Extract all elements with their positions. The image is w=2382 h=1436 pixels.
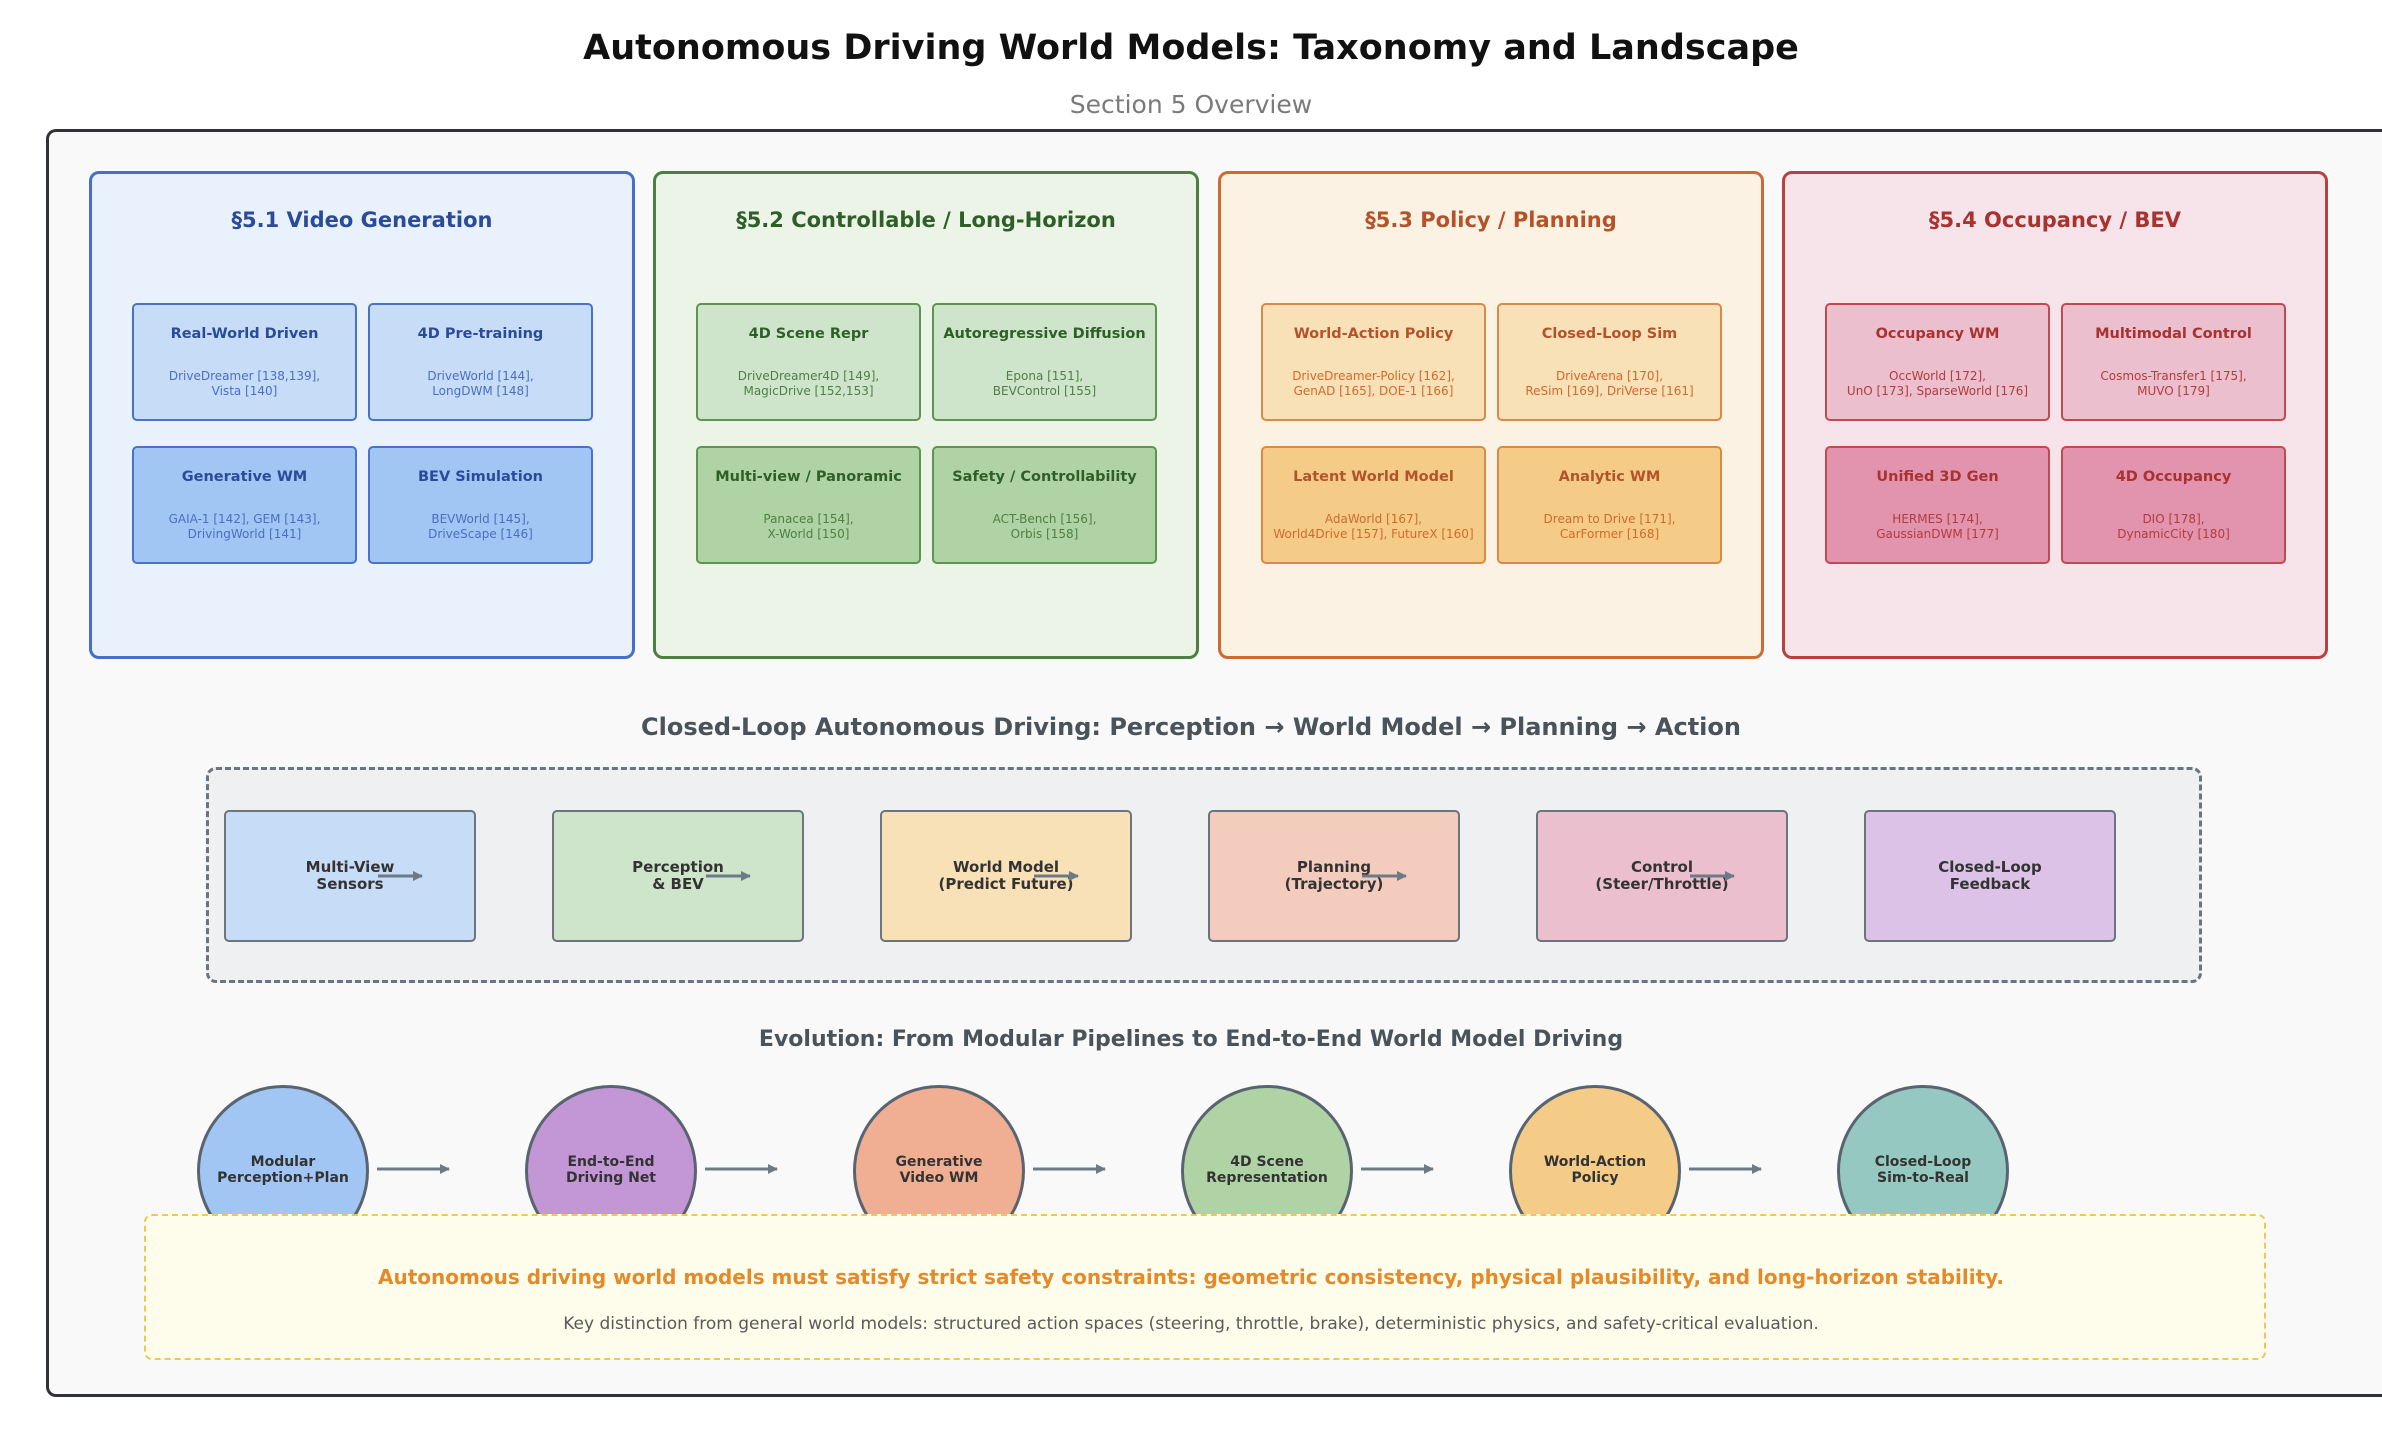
category-card-title: 4D Occupancy xyxy=(2115,469,2232,485)
page-subtitle: Section 5 Overview xyxy=(1069,90,1313,119)
category-card-refs: DIO [178], DynamicCity [180] xyxy=(2117,512,2230,541)
category-card-refs: HERMES [174], GaussianDWM [177] xyxy=(1876,512,1999,541)
category-card-analytic-wm: Analytic WM Dream to Drive [171], CarForm… xyxy=(1497,446,1722,564)
pipeline-step-4: Planning (Trajectory) xyxy=(1208,810,1460,942)
evolution-stage-label: Generative Video WM xyxy=(895,1154,983,1186)
evolution-stage-label: Modular Perception+Plan xyxy=(217,1154,349,1186)
closed-loop-heading: Closed-Loop Autonomous Driving: Percepti… xyxy=(641,713,1741,741)
category-card-title: BEV Simulation xyxy=(417,469,543,485)
category-card-refs: Epona [151], BEVControl [155] xyxy=(992,369,1097,398)
category-card-title: Analytic WM xyxy=(1558,469,1661,485)
pipeline-step-1: Multi-View Sensors xyxy=(224,810,476,942)
pipeline-step-label: Perception & BEV xyxy=(632,858,724,893)
pipeline-step-3: World Model (Predict Future) xyxy=(880,810,1132,942)
category-card-refs: Cosmos-Transfer1 [175], MUVO [179] xyxy=(2100,369,2247,398)
category-card-refs: GAIA-1 [142], GEM [143], DrivingWorld [1… xyxy=(168,512,321,541)
category-card-title: Latent World Model xyxy=(1293,469,1454,485)
section-title: §5.3 Policy / Planning xyxy=(1365,208,1617,232)
category-card-refs: OccWorld [172], UnO [173], SparseWorld [… xyxy=(1846,369,2029,398)
section-panel-2: §5.2 Controllable / Long-Horizon 4D Scene… xyxy=(653,171,1199,659)
safety-note-box xyxy=(144,1214,2266,1360)
category-card-title: Multi-view / Panoramic xyxy=(715,469,902,485)
category-card-refs: Panacea [154], X-World [150] xyxy=(763,512,854,541)
category-card-refs: DriveDreamer [138,139], Vista [140] xyxy=(168,369,321,398)
category-card-refs: AdaWorld [167], World4Drive [157], Futur… xyxy=(1273,512,1474,541)
category-card-refs: DriveArena [170], ReSim [169], DriVerse … xyxy=(1525,369,1694,398)
section-panel-4: §5.4 Occupancy / BEV Occupancy WM OccWorld… xyxy=(1782,171,2328,659)
safety-note-main: Autonomous driving world models must sat… xyxy=(378,1265,2004,1289)
safety-note-sub: Key distinction from general world model… xyxy=(563,1314,1819,1334)
evolution-stage-label: End-to-End Driving Net xyxy=(565,1154,656,1186)
category-card-occupancy-wm: Occupancy WM OccWorld [172], UnO [173], S… xyxy=(1825,303,2050,421)
category-card-title: Safety / Controllability xyxy=(952,469,1137,485)
category-card-title: Multimodal Control xyxy=(2095,326,2252,342)
category-card-title: Generative WM xyxy=(181,469,308,485)
category-card-title: 4D Scene Repr xyxy=(748,326,869,342)
category-card-title: Occupancy WM xyxy=(1875,326,2000,342)
pipeline-step-2: Perception & BEV xyxy=(552,810,804,942)
category-card-title: World-Action Policy xyxy=(1293,326,1454,342)
section-title: §5.2 Controllable / Long-Horizon xyxy=(736,208,1116,232)
pipeline-step-5: Control (Steer/Throttle) xyxy=(1536,810,1788,942)
pipeline-step-label: World Model (Predict Future) xyxy=(938,858,1074,893)
evolution-heading: Evolution: From Modular Pipelines to End… xyxy=(758,1027,1624,1052)
pipeline-step-label: Planning (Trajectory) xyxy=(1284,858,1384,893)
category-card-refs: DriveWorld [144], LongDWM [148] xyxy=(427,369,534,398)
section-title: §5.4 Occupancy / BEV xyxy=(1929,208,2181,232)
category-card-refs: BEVWorld [145], DriveScape [146] xyxy=(428,512,533,541)
category-card-refs: Dream to Drive [171], CarFormer [168] xyxy=(1543,512,1676,541)
page-title: Autonomous Driving World Models: Taxonom… xyxy=(583,28,1799,68)
evolution-stage-label: 4D Scene Representation xyxy=(1206,1154,1328,1186)
category-card-generative-wm: Generative WM GAIA-1 [142], GEM [143], Dr… xyxy=(132,446,357,564)
category-card-refs: ACT-Bench [156], Orbis [158] xyxy=(992,512,1097,541)
section-title: §5.1 Video Generation xyxy=(231,208,493,232)
evolution-stage-label: World-Action Policy xyxy=(1543,1154,1647,1186)
category-card-title: Unified 3D Gen xyxy=(1876,469,1999,485)
category-card-refs: DriveDreamer4D [149], MagicDrive [152,15… xyxy=(737,369,880,398)
category-card-title: Autoregressive Diffusion xyxy=(943,326,1146,342)
pipeline-step-6: Closed-Loop Feedback xyxy=(1864,810,2116,942)
pipeline-step-label: Control (Steer/Throttle) xyxy=(1595,858,1729,893)
category-card-refs: DriveDreamer-Policy [162], GenAD [165], … xyxy=(1292,369,1455,398)
category-card-title: Real-World Driven xyxy=(170,326,319,342)
pipeline-step-label: Multi-View Sensors xyxy=(305,858,395,893)
category-card-title: 4D Pre-training xyxy=(417,326,544,342)
evolution-stage-label: Closed-Loop Sim-to-Real xyxy=(1874,1154,1972,1186)
pipeline-step-label: Closed-Loop Feedback xyxy=(1938,858,2042,893)
category-card-title: Closed-Loop Sim xyxy=(1541,326,1678,342)
